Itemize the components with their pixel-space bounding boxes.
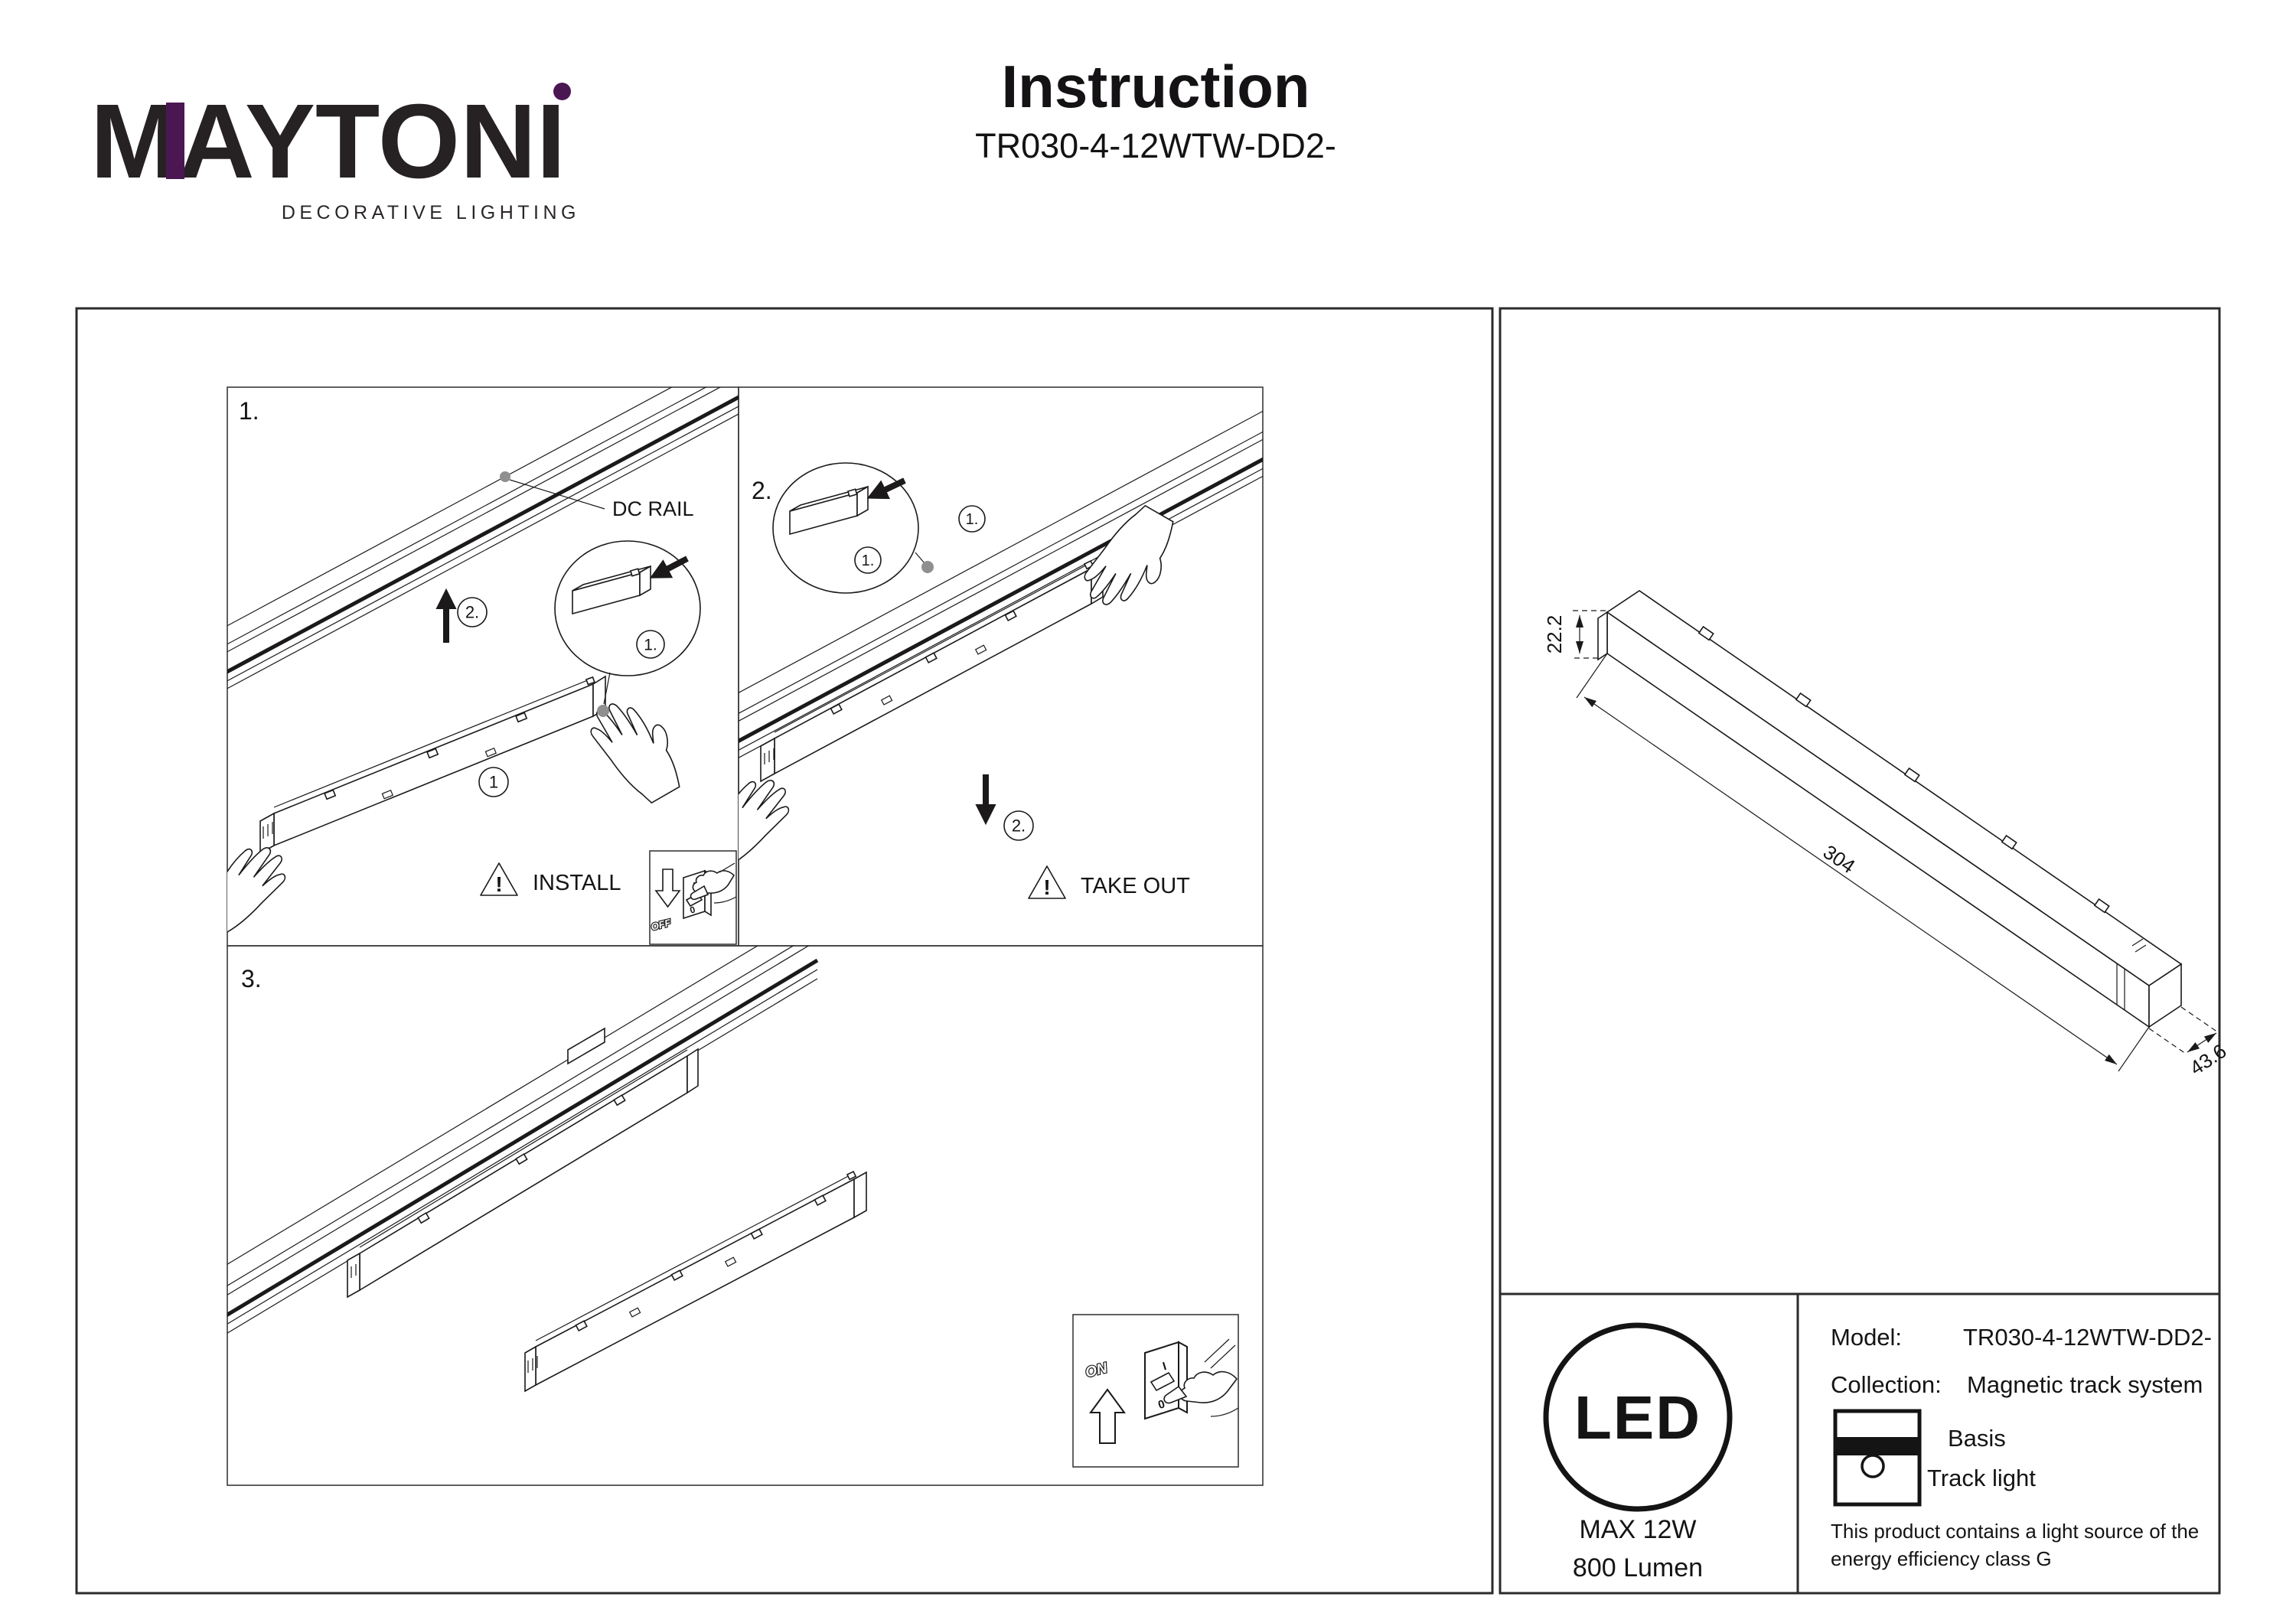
basis-label: Basis: [1948, 1425, 2006, 1452]
step3-number: 3.: [241, 965, 262, 992]
model-value: TR030-4-12WTW-DD2-: [1963, 1324, 2212, 1351]
dc-rail-track: [227, 946, 819, 1334]
left-hand: [739, 759, 799, 885]
power-off-icon: OFF I 0: [649, 850, 737, 945]
model-code-subtitle: TR030-4-12WTW-DD2-: [975, 126, 1336, 165]
energy-note-line2: energy efficiency class G: [1831, 1547, 2052, 1570]
rail-leader-dot: [500, 471, 510, 482]
warning-icon: !: [1028, 865, 1066, 899]
track-light-fixture: [760, 559, 1104, 783]
led-badge: LED: [1543, 1322, 1733, 1512]
step1-number: 1.: [239, 397, 259, 425]
dc-rail-track: [739, 410, 1263, 759]
install-caption: INSTALL: [533, 871, 621, 895]
brand-tagline: DECORATIVE LIGHTING: [281, 202, 580, 223]
left-hand: [227, 826, 295, 946]
collection-label: Collection:: [1831, 1371, 1942, 1398]
step3-drawing: 3. ON I 0: [227, 946, 1239, 1468]
svg-text:!: !: [495, 872, 502, 896]
brand-accent-m: [166, 103, 184, 179]
page-title: Instruction: [1001, 53, 1310, 120]
brand-accent-dot: [553, 83, 571, 100]
max-power: MAX 12W: [1579, 1515, 1696, 1544]
main-frame: [75, 307, 1494, 1595]
mounted-track-light: [347, 1048, 699, 1299]
power-on-icon: ON I 0: [1072, 1314, 1239, 1468]
dim-length: 304: [1819, 840, 1860, 878]
down-arrow-icon: [654, 869, 681, 908]
pressing-hand: [1179, 1370, 1238, 1403]
dc-rail-track: [227, 387, 739, 689]
brand-block: MAYTONI DECORATIVE LIGHTING: [90, 83, 580, 224]
track-light-label: Track light: [1927, 1465, 2036, 1491]
push-arrow-icon: [649, 556, 689, 578]
svg-text:!: !: [1043, 875, 1050, 899]
step2-rail-callout-1: 1.: [966, 511, 979, 528]
led-label: LED: [1574, 1383, 1701, 1452]
detached-track-light: [524, 1170, 867, 1393]
step1-callout-2: 2.: [465, 603, 479, 622]
dc-rail-label: DC RAIL: [612, 497, 694, 520]
step2-number: 2.: [752, 477, 772, 504]
dimension-drawing: 22.2 304 43.6: [1543, 590, 2231, 1080]
latch-detail-callout: 1.: [554, 540, 701, 717]
step2-callout-2: 2.: [1012, 816, 1026, 836]
collection-value: Magnetic track system: [1967, 1371, 2203, 1398]
take-out-caption: TAKE OUT: [1081, 874, 1190, 898]
off-label: OFF: [650, 917, 673, 933]
step1-callout-1: 1.: [644, 636, 657, 653]
dim-height: 22.2: [1543, 615, 1566, 654]
warning-icon: !: [480, 862, 518, 896]
fixture-callout-1: 1: [489, 773, 498, 792]
track-section-icon: [1833, 1409, 1922, 1507]
side-frame: [1499, 307, 2221, 1595]
step2-drawing: 2. 1. 1. 2. ! TAKE OUT: [739, 410, 1263, 899]
up-arrow-icon: [1089, 1388, 1126, 1444]
step1-drawing: 1. DC RAIL 2. 1. 1: [227, 387, 739, 946]
model-label: Model:: [1831, 1324, 1902, 1351]
on-label: ON: [1084, 1360, 1110, 1381]
latch-detail-callout: 1.: [772, 462, 934, 594]
title-block: Instruction TR030-4-12WTW-DD2-: [880, 57, 1431, 163]
spec-table: LED MAX 12W 800 Lumen Model: TR030-4-12W…: [1500, 1292, 2219, 1593]
switch-on-mark: I: [1161, 1360, 1168, 1373]
switch-off-mark: 0: [689, 904, 697, 915]
rail-feed-connector: [567, 1027, 605, 1065]
energy-note-line1: This product contains a light source of …: [1831, 1520, 2199, 1543]
dim-depth: 43.6: [2186, 1039, 2231, 1080]
panel-step3: [227, 945, 1264, 1486]
luminous-flux: 800 Lumen: [1573, 1553, 1703, 1582]
track-light-fixture: [259, 675, 606, 855]
step2-detail-callout-1: 1.: [862, 552, 875, 569]
push-arrow-icon: [866, 477, 906, 500]
